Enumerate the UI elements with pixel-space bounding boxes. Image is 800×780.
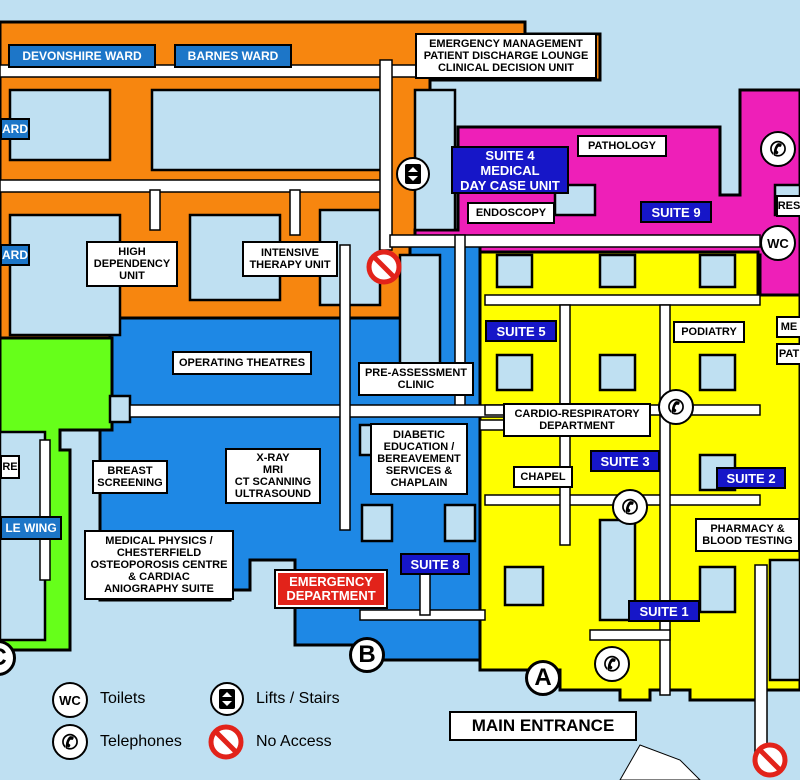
legend-toilet-icon: WC — [52, 682, 88, 718]
res-label-partial: RES — [776, 195, 800, 217]
legend-telephones-label: Telephones — [100, 733, 182, 750]
high-dependency-label: HIGH DEPENDENCY UNIT — [86, 241, 178, 287]
diabetic-education-label: DIABETIC EDUCATION / BEREAVEMENT SERVICE… — [370, 423, 468, 495]
telephone-icon: ✆ — [658, 389, 694, 425]
legend-toilets-label: Toilets — [100, 690, 146, 707]
legend-no-access-icon — [208, 724, 244, 760]
main-entrance-label: MAIN ENTRANCE — [449, 711, 637, 741]
pre-assessment-label: PRE-ASSESSMENT CLINIC — [358, 362, 474, 396]
suite3-label: SUITE 3 — [590, 450, 660, 472]
breast-screening-label: BREAST SCREENING — [92, 460, 168, 494]
endoscopy-label: ENDOSCOPY — [467, 202, 555, 224]
podiatry-label: PODIATRY — [673, 321, 745, 343]
pharmacy-label: PHARMACY & BLOOD TESTING — [695, 518, 800, 552]
ward-label-partial-1: ARD — [0, 118, 30, 140]
wing-label-partial: LE WING — [0, 516, 62, 540]
telephone-icon: ✆ — [594, 646, 630, 682]
chapel-label: CHAPEL — [513, 466, 573, 488]
suite8-label: SUITE 8 — [400, 553, 470, 575]
telephone-icon: ✆ — [760, 131, 796, 167]
suite9-label: SUITE 9 — [640, 201, 712, 223]
suite4-label: SUITE 4 MEDICAL DAY CASE UNIT — [451, 146, 569, 194]
legend-telephone-icon: ✆ — [52, 724, 88, 760]
telephone-icon: ✆ — [612, 489, 648, 525]
legend-no-access-label: No Access — [256, 733, 332, 750]
entrance-b-marker: B — [349, 637, 385, 673]
re-label-partial: RE — [0, 455, 20, 479]
intensive-therapy-label: INTENSIVE THERAPY UNIT — [242, 241, 338, 277]
legend-lift-stairs-icon — [210, 682, 244, 716]
cardio-respiratory-label: CARDIO-RESPIRATORY DEPARTMENT — [503, 403, 651, 437]
ward-label-partial-2: ARD — [0, 244, 30, 266]
me-label-partial: ME — [776, 316, 800, 338]
toilet-icon: WC — [760, 225, 796, 261]
devonshire-ward-label: DEVONSHIRE WARD — [8, 44, 156, 68]
legend-lifts-stairs-label: Lifts / Stairs — [256, 690, 340, 707]
no-access-icon — [366, 249, 402, 285]
suite1-label: SUITE 1 — [628, 600, 700, 622]
medical-physics-label: MEDICAL PHYSICS / CHESTERFIELD OSTEOPORO… — [84, 530, 234, 600]
suite2-label: SUITE 2 — [716, 467, 786, 489]
no-access-icon — [752, 742, 788, 778]
pat-label-partial: PAT — [776, 343, 800, 365]
emergency-management-label: EMERGENCY MANAGEMENT PATIENT DISCHARGE L… — [415, 33, 597, 79]
pathology-label: PATHOLOGY — [577, 135, 667, 157]
xray-label: X-RAY MRI CT SCANNING ULTRASOUND — [225, 448, 321, 504]
barnes-ward-label: BARNES WARD — [174, 44, 292, 68]
lift-stairs-icon — [396, 157, 430, 191]
emergency-department-label: EMERGENCY DEPARTMENT — [274, 569, 388, 609]
suite5-label: SUITE 5 — [485, 320, 557, 342]
entrance-a-marker: A — [525, 660, 561, 696]
operating-theatres-label: OPERATING THEATRES — [172, 351, 312, 375]
